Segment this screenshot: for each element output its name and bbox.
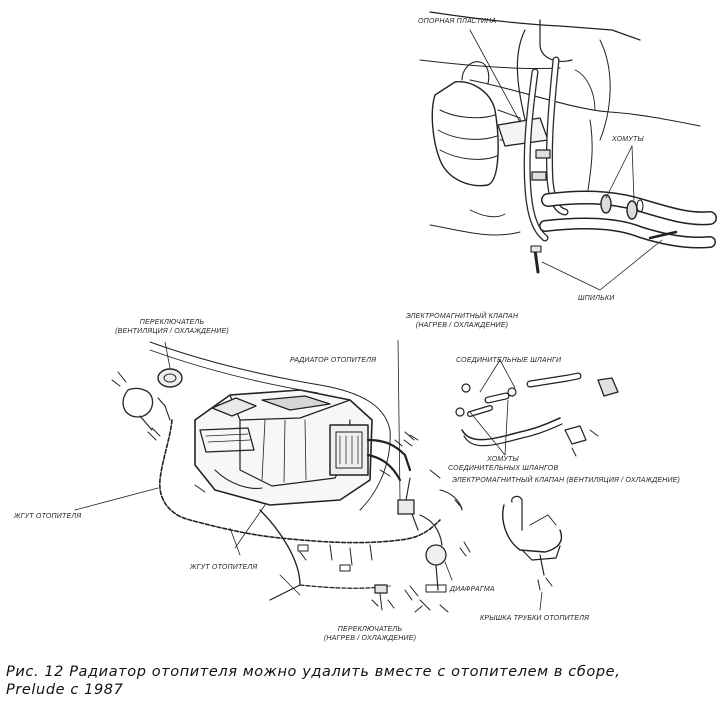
caption-line2: Prelude с 1987 (6, 682, 124, 698)
label-heat-switch-line2: (НАГРЕВ / ОХЛАЖДЕНИЕ) (323, 635, 417, 642)
label-harness-bottom: ЖГУТ ОТОПИТЕЛЯ (190, 564, 258, 571)
label-solenoid-heat-line1: ЭЛЕКТРОМАГНИТНЫЙ КЛАПАН (405, 313, 519, 320)
label-vent-switch-line1: ПЕРЕКЛЮЧАТЕЛЬ (139, 319, 205, 326)
label-vent-switch: ПЕРЕКЛЮЧАТЕЛЬ (ВЕНТИЛЯЦИЯ / ОХЛАЖДЕНИЕ) (112, 318, 232, 336)
figure-caption: Рис. 12 Радиатор отопителя можно удалить… (6, 663, 718, 699)
heater-assembly (149, 341, 412, 511)
label-hose-clamps-line2: СОЕДИНИТЕЛЬНЫХ ШЛАНГОВ (448, 465, 559, 472)
heater-harness (74, 419, 441, 611)
label-heater-radiator: РАДИАТОР ОТОПИТЕЛЯ (290, 357, 377, 364)
label-bolts: ШПИЛЬКИ (578, 295, 615, 302)
label-solenoid-vent: ЭЛЕКТРОМАГНИТНЫЙ КЛАПАН (ВЕНТИЛЯЦИЯ / ОХ… (452, 477, 681, 484)
label-hose-clamps-line1: ХОМУТЫ (487, 456, 519, 463)
label-connecting-hoses: СОЕДИНИТЕЛЬНЫЕ ШЛАНГИ (456, 357, 562, 364)
label-vent-switch-line2: (ВЕНТИЛЯЦИЯ / ОХЛАЖДЕНИЕ) (115, 328, 229, 335)
solenoid-valve-part (397, 339, 471, 613)
diagram-drawing (74, 11, 717, 613)
heater-diagram: ОПОРНАЯ ПЛАСТИНА ХОМУТЫ ШПИЛЬКИ ПЕРЕКЛЮЧ… (14, 11, 717, 643)
label-heat-switch-line1: ПЕРЕКЛЮЧАТЕЛЬ (337, 626, 403, 633)
label-clamps-top: ХОМУТЫ (612, 136, 644, 143)
label-hose-clamps: ХОМУТЫ СОЕДИНИТЕЛЬНЫХ ШЛАНГОВ (448, 455, 558, 473)
label-pipe-cover: КРЫШКА ТРУБКИ ОТОПИТЕЛЯ (480, 615, 590, 622)
engine-bay-inset (419, 11, 717, 291)
label-harness-left: ЖГУТ ОТОПИТЕЛЯ (14, 513, 82, 520)
vent-switch-part (111, 341, 183, 441)
label-diaphragm: ДИАФРАГМА (450, 586, 495, 593)
connecting-hoses-part (455, 359, 619, 457)
label-solenoid-heat-line2: (НАГРЕВ / ОХЛАЖДЕНИЕ) (415, 322, 509, 329)
label-heat-switch: ПЕРЕКЛЮЧАТЕЛЬ (НАГРЕВ / ОХЛАЖДЕНИЕ) (310, 625, 430, 643)
caption-line1: Рис. 12 Радиатор отопителя можно удалить… (6, 664, 621, 680)
fasteners (194, 431, 463, 613)
pipe-cover-part (502, 495, 563, 611)
label-solenoid-heat: ЭЛЕКТРОМАГНИТНЫЙ КЛАПАН (НАГРЕВ / ОХЛАЖД… (392, 312, 532, 330)
label-support-plate: ОПОРНАЯ ПЛАСТИНА (418, 18, 497, 25)
